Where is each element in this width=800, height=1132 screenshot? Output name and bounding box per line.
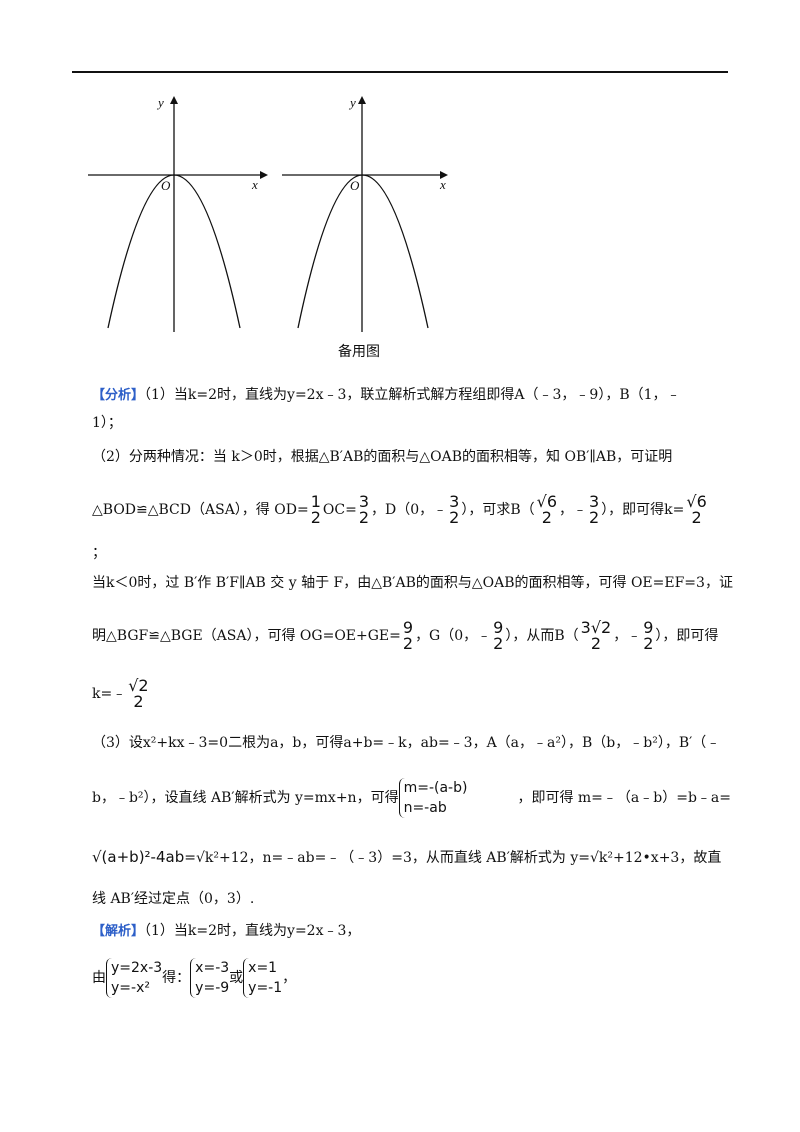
figure-caption: 备用图 bbox=[338, 344, 380, 360]
analysis-tag: 【分析】 bbox=[92, 388, 145, 403]
axis-y-label-1: y bbox=[158, 95, 164, 110]
parabola-figure-1 bbox=[88, 96, 268, 332]
axis-x-label-1: x bbox=[252, 177, 258, 192]
parabola-figure-2 bbox=[282, 96, 448, 332]
axis-x-label-2: x bbox=[440, 177, 446, 192]
analysis-line-2: 1）； bbox=[92, 415, 122, 431]
solution-line-1: 【解析】（1）当k=2时，直线为y=2x﹣3， bbox=[92, 923, 361, 939]
header-rule bbox=[72, 71, 728, 73]
analysis-line-11: √(a+b)²-4ab=√k²+12，n=﹣ab=﹣（﹣3）=3，从而直线 AB… bbox=[92, 848, 722, 866]
equation-system: m=-(a-b)n=-ab bbox=[398, 778, 467, 818]
analysis-line-5: ； bbox=[92, 545, 106, 561]
origin-label-2: O bbox=[350, 178, 360, 193]
origin-label-1: O bbox=[161, 178, 171, 193]
analysis-line-12: 线 AB′经过定点（0，3）. bbox=[92, 891, 255, 907]
analysis-line-9: （3）设x²+kx﹣3=0二根为a，b，可得a+b=﹣k，ab=﹣3，A（a，﹣… bbox=[92, 735, 721, 751]
analysis-line-1: 【分析】（1）当k=2时，直线为y=2x﹣3，联立解析式解方程组即得A（﹣3，﹣… bbox=[92, 387, 681, 403]
analysis-line-3: （2）分两种情况：当 k＞0时，根据△B′AB的面积与△OAB的面积相等，知 O… bbox=[92, 449, 673, 465]
axis-y-label-2: y bbox=[350, 95, 356, 110]
solution-tag: 【解析】 bbox=[92, 924, 145, 939]
analysis-line-6: 当k＜0时，过 B′作 B′F∥AB 交 y 轴于 F，由△B′AB的面积与△O… bbox=[92, 575, 733, 591]
